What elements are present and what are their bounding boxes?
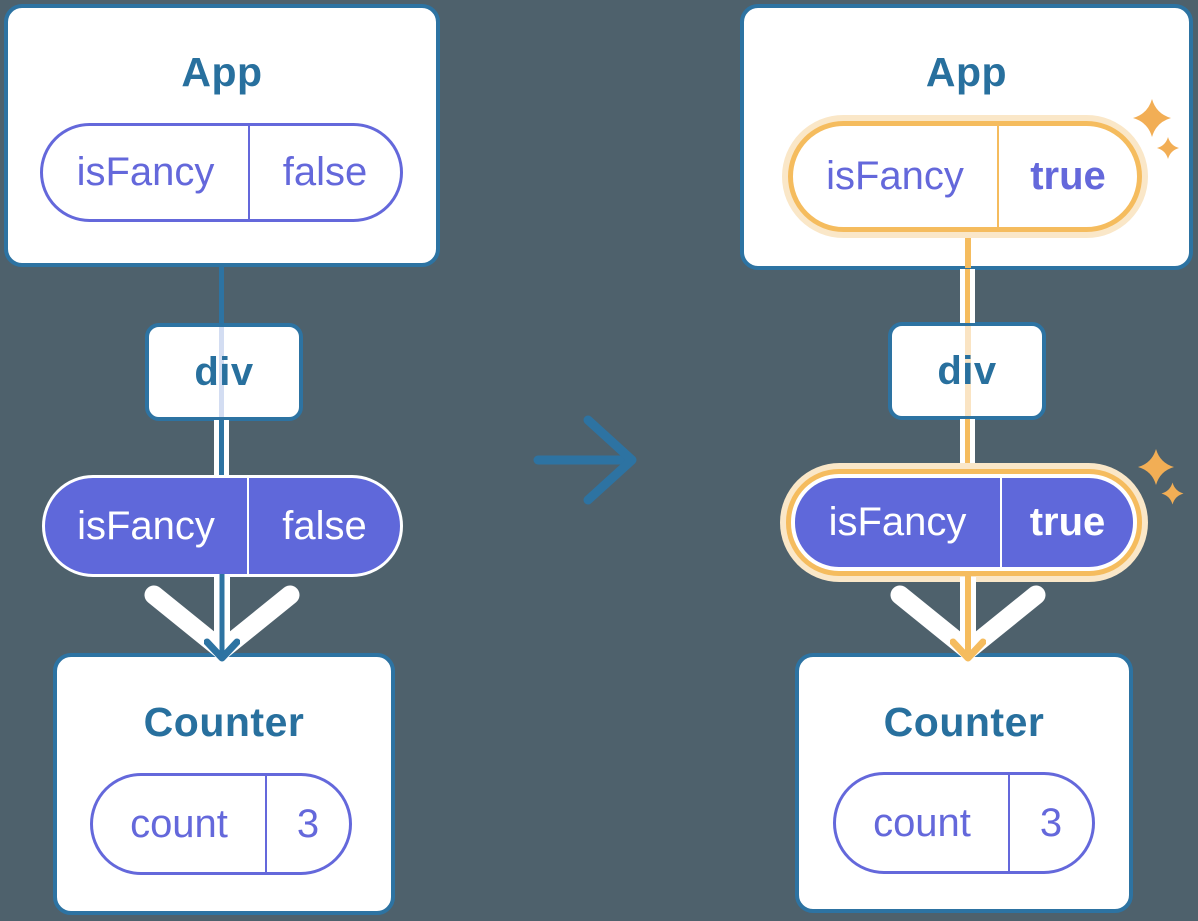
before-counter-title: Counter (143, 698, 305, 745)
before-app-title: App (181, 48, 263, 95)
arrow-right-icon (533, 415, 637, 505)
sparkle-icon (1161, 482, 1184, 505)
state-value: 3 (265, 776, 349, 872)
sparkle-icon (1138, 449, 1174, 485)
prop-value: true (997, 126, 1137, 227)
after-div-pill-connector (960, 419, 975, 464)
before-arrow-down-icon (204, 574, 240, 662)
before-passed-prop-pill: isFancy false (42, 475, 403, 577)
before-div-pill-connector (214, 420, 229, 476)
prop-value: false (247, 478, 400, 574)
after-counter-state-pill: count 3 (833, 772, 1095, 874)
after-passed-prop-pill: isFancy true (780, 463, 1148, 582)
before-counter-state-pill: count 3 (90, 773, 352, 875)
before-div-passthrough-line (219, 327, 224, 417)
after-app-prop-pill: isFancy true (782, 115, 1148, 238)
sparkle-icon (1157, 137, 1179, 159)
state-name: count (873, 800, 971, 845)
before-div-card (145, 323, 303, 421)
after-div-passthrough-line (965, 326, 971, 416)
prop-name: isFancy (826, 154, 964, 198)
after-app-prop-line (965, 234, 971, 268)
prop-value: true (1000, 478, 1133, 567)
prop-value: false (248, 126, 400, 219)
after-app-title: App (925, 48, 1008, 95)
before-app-prop-pill: isFancy false (40, 123, 403, 222)
sparkle-icon (1133, 99, 1171, 137)
after-counter-title: Counter (883, 698, 1045, 745)
after-arrow-down-icon (950, 574, 986, 662)
before-div-label: div (194, 349, 254, 394)
before-app-div-connector (219, 266, 224, 324)
state-name: count (130, 801, 228, 846)
prop-name: isFancy (828, 500, 967, 544)
prop-name: isFancy (76, 150, 215, 194)
prop-name: isFancy (77, 503, 215, 548)
after-div-label: div (937, 348, 997, 393)
after-app-div-connector (960, 269, 975, 323)
state-value: 3 (1008, 775, 1092, 871)
